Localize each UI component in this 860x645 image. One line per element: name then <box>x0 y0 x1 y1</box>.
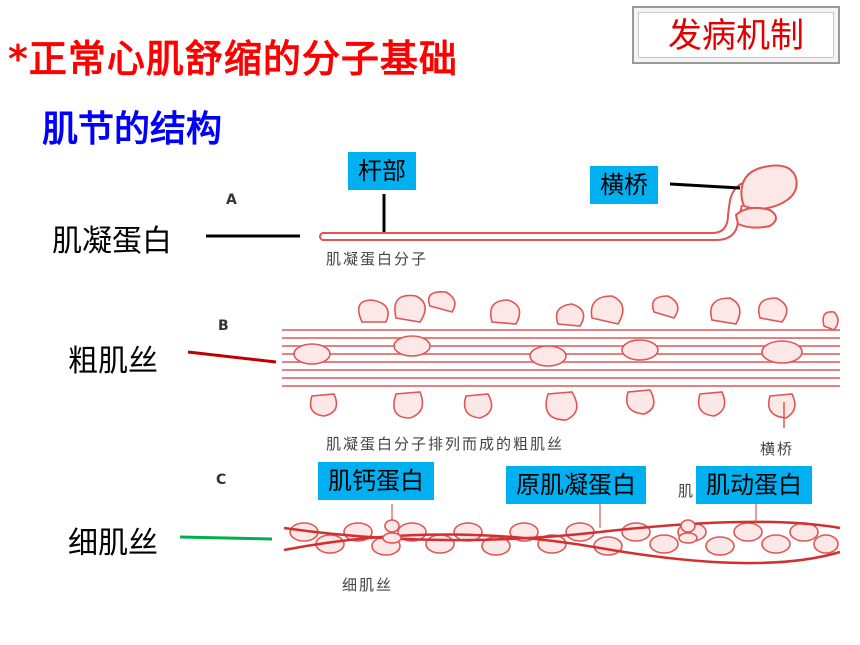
troponin-tag: 肌钙蛋白 <box>318 462 434 500</box>
panel-a-letter: A <box>226 192 237 208</box>
slide-title: *正常心肌舒缩的分子基础 <box>8 37 458 81</box>
panel-c-caption: 细肌丝 <box>342 576 394 594</box>
crossbridge-tag: 横桥 <box>590 166 658 204</box>
panel-c-partial-caption: 肌 <box>678 482 696 500</box>
thick-filament-label: 粗肌丝 <box>68 344 158 379</box>
tropomyosin-strands <box>283 520 841 565</box>
panel-a-caption: 肌凝蛋白分子 <box>326 250 429 268</box>
troponin-complexes <box>382 519 698 544</box>
badge-label: 发病机制 <box>638 12 834 58</box>
pathogenesis-badge[interactable]: 发病机制 <box>632 6 840 64</box>
panel-c-letter: C <box>216 472 227 488</box>
myosin-molecule <box>319 164 798 241</box>
thick-filament-heads <box>293 290 839 421</box>
myosin-label: 肌凝蛋白 <box>52 224 172 259</box>
thick-pointer <box>187 350 277 364</box>
panel-b-crossbridge-caption: 横桥 <box>760 440 795 458</box>
rod-tag: 杆部 <box>348 152 416 190</box>
tropomyosin-tag: 原肌凝蛋白 <box>506 466 646 504</box>
actin-tag: 肌动蛋白 <box>696 466 812 504</box>
crossbridge-pointer <box>669 182 741 190</box>
panel-b-caption: 肌凝蛋白分子排列而成的粗肌丝 <box>326 435 565 453</box>
thin-filament-label: 细肌丝 <box>68 526 158 561</box>
thin-filament <box>289 522 839 556</box>
section-heading: 肌节的结构 <box>42 109 223 150</box>
panel-b-letter: B <box>218 318 229 334</box>
thin-pointer <box>179 535 273 541</box>
